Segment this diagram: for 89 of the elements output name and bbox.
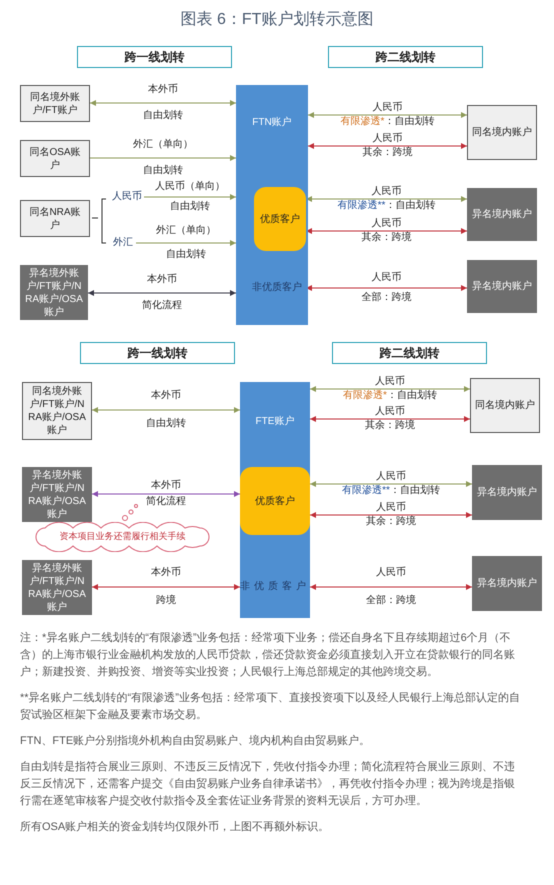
bar-label: FTE账户	[254, 414, 296, 429]
arrow	[308, 112, 468, 118]
customer-box: 优质客户	[240, 467, 310, 535]
edge-note: ：自由划转	[390, 485, 440, 497]
edge-note: 有限渗透*	[340, 116, 384, 128]
note-paragraph: 所有OSA账户相关的资金划转均仅限外币，上图不再额外标识。	[20, 820, 330, 835]
arrow	[310, 416, 470, 422]
edge-label: 人民币	[372, 133, 402, 145]
arrow	[92, 407, 240, 413]
edge-label: 人民币	[375, 376, 405, 388]
section-header: 跨一线划转	[80, 342, 235, 364]
edge-note: 自由划转	[146, 418, 186, 430]
edge-label: 人民币	[372, 218, 402, 230]
account-box: 异名境外账户/FT账户/NRA账户/OSA账户	[22, 560, 92, 615]
note-paragraph: 自由划转是指符合展业三原则、不违反三反情况下，凭收付指令办理；简化流程符合展业三原则、不违反三反情况下，还需客户提交《自由贸易账户业务自律承诺书》，再凭收付指令办理；视为跨境是指银行需在逐笔审核客户提交收付款指令及全套佐证业务背景的资料无误后，方可办理。	[20, 760, 516, 809]
section-header: 跨二线划转	[332, 342, 487, 364]
edge-note: 其余：跨境	[362, 147, 412, 159]
edge-label: 人民币	[376, 567, 406, 579]
edge-note: 其余：跨境	[365, 420, 415, 432]
account-bar	[240, 382, 310, 618]
node-text: 人民币	[110, 190, 144, 204]
edge-note: 简化流程	[146, 496, 186, 508]
edge-note: 自由划转	[143, 110, 183, 122]
account-box: 同名NRA账户	[20, 200, 90, 237]
edge-label: 本外币	[148, 84, 178, 96]
edge-note: 简化流程	[142, 300, 182, 312]
account-box: 异名境内账户	[472, 556, 542, 611]
account-box: 异名境内账户	[467, 260, 537, 313]
arrow	[310, 386, 470, 392]
edge-note: ：自由划转	[385, 200, 436, 212]
note-paragraph: FTN、FTE账户分别指境外机构自由贸易账户、境内机构自由贸易账户。	[20, 734, 372, 749]
edge-label: 人民币（单向）	[155, 181, 225, 193]
customer-box: 优质客户	[254, 187, 306, 251]
edge-note: 有限渗透*	[343, 390, 387, 402]
account-box: 同名境内账户	[467, 105, 537, 160]
edge-note: ：自由划转	[384, 116, 434, 128]
edge-note: 全部：跨境	[366, 595, 416, 607]
edge-note: 自由划转	[166, 249, 206, 261]
edge-label: 本外币	[151, 480, 181, 492]
edge-label: 人民币	[376, 502, 406, 514]
account-box: 异名境内账户	[467, 188, 537, 241]
node-text: 非优质客户	[240, 580, 310, 594]
arrow	[310, 584, 472, 590]
edge-note: 其余：跨境	[366, 516, 416, 528]
arrow	[90, 155, 236, 161]
edge-label: 人民币	[376, 471, 406, 483]
title: 图表 6：FT账户划转示意图	[180, 10, 374, 30]
arrow	[92, 584, 240, 590]
node-text: 外汇	[110, 236, 136, 250]
edge-label: 人民币	[375, 406, 405, 418]
edge-label: 本外币	[151, 390, 181, 402]
bar-label: FTN账户	[251, 116, 293, 130]
edge-label: 本外币	[147, 274, 177, 286]
edge-label: 外汇（单向）	[156, 225, 216, 237]
arrow	[92, 491, 240, 497]
account-bar	[236, 85, 308, 325]
edge-note: 有限渗透**	[338, 200, 386, 212]
edge-label: 外汇（单向）	[133, 139, 193, 151]
note-paragraph: **异名账户二线划转的“有限渗透”业务包括：经常项下、直接投资项下以及经人民银行上海总部认定的自贸试验区框架下金融及要素市场交易。	[20, 690, 521, 723]
edge-label: 本外币	[151, 567, 181, 579]
section-header: 跨二线划转	[328, 46, 483, 68]
edge-note: 跨境	[156, 595, 176, 607]
arrow	[144, 194, 236, 200]
account-box: 异名境内账户	[472, 465, 542, 520]
account-box: 同名OSA账户	[20, 140, 90, 177]
account-box: 同名境外账户/FT账户/NRA账户/OSA账户	[22, 382, 92, 440]
cloud-callout: 资本项目业务还需履行相关手续	[35, 522, 210, 552]
node-text: 非优质客户	[248, 281, 306, 295]
edge-label: 人民币	[372, 186, 402, 198]
edge-note: 全部：跨境	[362, 292, 412, 304]
account-box: 异名境外账户/FT账户/NRA账户/OSA账户	[20, 265, 88, 320]
account-box: 异名境外账户/FT账户/NRA账户/OSA账户	[22, 467, 92, 522]
edge-note: 其余：跨境	[362, 232, 412, 244]
arrow	[90, 100, 236, 106]
arrow	[308, 143, 468, 149]
edge-label: 人民币	[372, 272, 402, 284]
arrow	[310, 512, 472, 518]
edge-note: ：自由划转	[386, 390, 437, 402]
arrow	[310, 481, 472, 487]
edge-note: 自由划转	[143, 165, 183, 177]
note-paragraph: 注：*异名账户二线划转的“有限渗透”业务包括：经常项下业务；偿还自身名下且存续期超过6个月（不含）的上海市银行业金融机构发放的人民币贷款，偿还贷款资金必须直接划入开立在贷款银行的同名账户；新建投资、并购投资、增资等实业投资；人民银行上海总部规定的其他跨境交易。	[20, 630, 516, 680]
edge-note: 自由划转	[170, 201, 210, 213]
account-box: 同名境内账户	[470, 378, 540, 433]
edge-label: 人民币	[372, 102, 402, 114]
arrow	[88, 290, 236, 296]
edge-note: 有限渗透**	[342, 485, 390, 497]
account-box: 同名境外账户/FT账户	[20, 85, 90, 122]
section-header: 跨一线划转	[77, 46, 232, 68]
arrow	[136, 240, 236, 246]
